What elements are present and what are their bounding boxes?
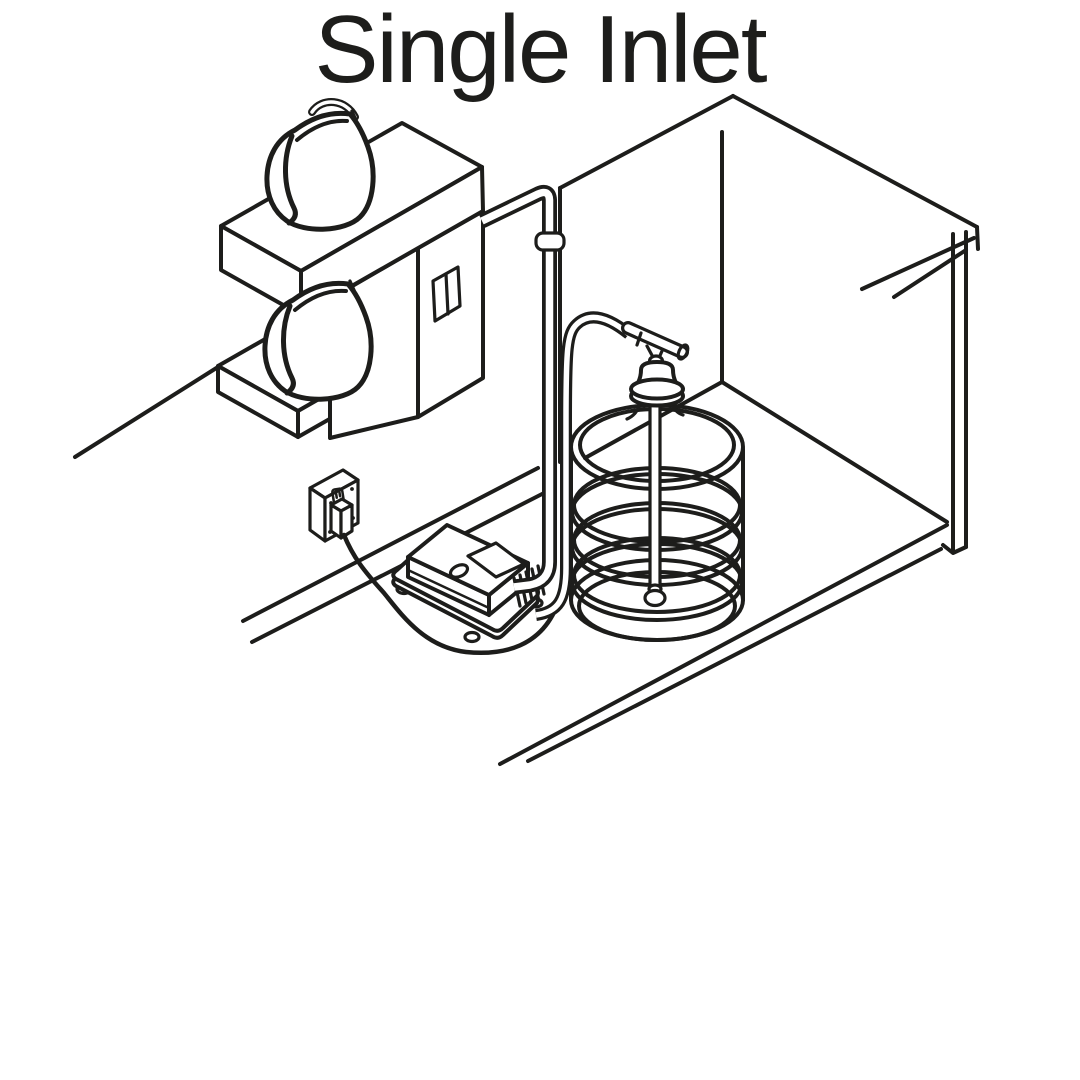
bottle-pickup-assembly xyxy=(621,321,690,421)
carafe-glass-streak xyxy=(281,303,296,396)
open-cabinet xyxy=(498,94,980,766)
caption: Single Inlet xyxy=(314,0,768,103)
outlet-left-face xyxy=(308,486,327,543)
pump-switch xyxy=(448,563,470,579)
cabinet-floor-right-edge xyxy=(720,380,949,524)
transfer-pump xyxy=(391,523,546,644)
coffee-brewer xyxy=(216,98,485,440)
cabinet-post-foot xyxy=(941,543,968,555)
baseboard-line-upper xyxy=(241,466,540,623)
counter-edge xyxy=(73,365,220,459)
pickup-cap-flange-upper xyxy=(629,377,685,401)
upper-carafe xyxy=(264,98,376,232)
plug-front-face xyxy=(339,503,354,540)
cabinet-top-left-edge xyxy=(558,94,735,190)
outlet-screw-icon xyxy=(350,487,354,491)
supply-tube xyxy=(478,185,566,595)
pump-foot xyxy=(463,630,481,644)
lower-carafe xyxy=(262,279,374,402)
carafe-rim xyxy=(293,288,348,312)
pump-seam xyxy=(406,568,491,610)
carafe-glass-streak xyxy=(283,133,298,226)
pump-label-panel xyxy=(466,541,526,579)
handle-joint-line xyxy=(635,331,643,347)
brewer-window-divider xyxy=(444,272,450,316)
power-cord xyxy=(341,532,559,655)
handle-end-cap xyxy=(676,343,690,361)
suction-hose xyxy=(534,311,633,621)
carafe-body xyxy=(262,280,374,402)
cabinet-corner-drop xyxy=(975,225,980,251)
dip-tube-shaft xyxy=(648,400,662,588)
union-fitting xyxy=(534,231,566,252)
carafe-body xyxy=(264,110,376,232)
carafe-rim-notch xyxy=(348,279,356,292)
power-plug xyxy=(329,497,354,540)
cabinet-slab-edge-upper xyxy=(860,236,976,291)
pickup-handle-bar xyxy=(621,321,690,361)
water-bottle xyxy=(569,400,745,642)
dip-tube-foot-valve xyxy=(643,588,667,608)
carafe-rim-notch xyxy=(350,109,358,122)
cabinet-bottom-edge-lower xyxy=(526,547,943,763)
carafe-rim xyxy=(295,118,349,142)
cabinet-bottom-edge-upper xyxy=(498,523,949,766)
cabinet-top-right-edge xyxy=(731,94,979,229)
wall-outlet xyxy=(308,468,360,543)
